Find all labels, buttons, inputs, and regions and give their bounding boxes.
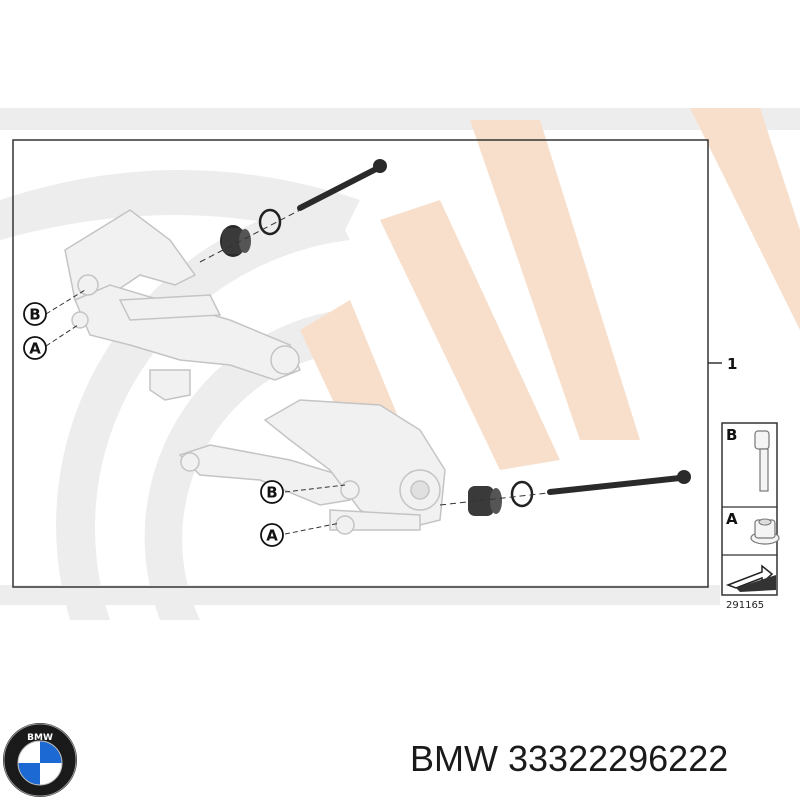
callout-a-upper: A xyxy=(23,336,47,360)
lower-o-ring xyxy=(510,480,534,508)
upper-o-ring xyxy=(258,208,282,236)
svg-text:A: A xyxy=(29,340,41,358)
bmw-logo: BMW xyxy=(3,723,77,797)
legend-box xyxy=(721,422,778,596)
callout-b-upper: B xyxy=(23,302,47,326)
legend-a-label: A xyxy=(726,510,738,528)
part-caption: BMW 33322296222 xyxy=(410,738,728,780)
callout-b-lower: B xyxy=(260,480,284,504)
lower-guide-line xyxy=(439,492,549,506)
callout-b-lower-leader xyxy=(284,484,346,493)
callout-a-lower-leader xyxy=(284,522,341,535)
upper-control-arm xyxy=(64,209,301,401)
svg-text:BMW: BMW xyxy=(27,733,53,743)
legend-nut-icon xyxy=(750,518,780,545)
watermark xyxy=(0,108,800,620)
callout-a-lower: A xyxy=(260,523,284,547)
legend-bolt-icon xyxy=(754,430,770,492)
svg-text:B: B xyxy=(29,306,40,324)
upper-guide-line xyxy=(199,209,301,263)
part-number: 33322296222 xyxy=(508,738,729,779)
lower-bushing xyxy=(468,486,502,516)
brand-name: BMW xyxy=(410,738,498,779)
svg-text:B: B xyxy=(266,484,277,502)
upper-bolt xyxy=(297,159,387,211)
item-number: 1 xyxy=(727,355,737,373)
lower-control-arm xyxy=(178,399,446,535)
reference-number: 291165 xyxy=(726,600,764,611)
lower-bolt xyxy=(547,470,691,495)
svg-text:A: A xyxy=(266,527,278,545)
upper-bushing xyxy=(220,225,251,257)
legend-arrow-icon xyxy=(725,564,776,592)
legend-b-label: B xyxy=(726,426,737,444)
callout-a-upper-leader xyxy=(45,324,79,347)
